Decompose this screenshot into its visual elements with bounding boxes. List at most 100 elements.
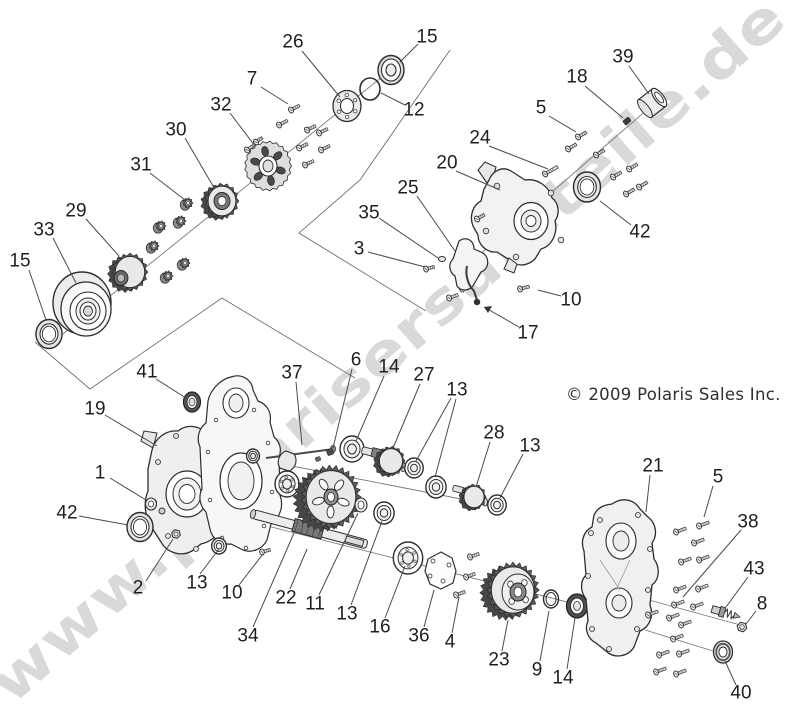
callout-label-12: 12	[403, 100, 424, 121]
leader-line	[537, 289, 562, 297]
roller-gear-art	[145, 240, 160, 254]
callout-label-41: 41	[136, 362, 157, 383]
copyright-text: © 2009 Polaris Sales Inc.	[566, 385, 781, 404]
leader-line	[78, 515, 129, 526]
leader-line	[392, 383, 421, 449]
leader-line	[199, 548, 220, 575]
callout-label-39: 39	[612, 47, 633, 68]
leader-line	[104, 414, 158, 447]
leader-line	[252, 532, 295, 628]
leader-line	[745, 610, 757, 625]
roller-gear-art	[159, 270, 174, 284]
leader-line	[145, 538, 174, 582]
bearing-inner-art	[245, 448, 261, 464]
callout-label-20: 20	[436, 153, 457, 174]
leader-line	[355, 375, 385, 442]
bearing-16-art	[392, 541, 424, 575]
screw-5-art	[565, 142, 578, 153]
callout-label-40: 40	[730, 683, 751, 704]
leader-line	[238, 553, 264, 586]
callout-label-15: 15	[9, 251, 30, 272]
bearing-14-bottom-art	[565, 593, 589, 619]
callout-label-13: 13	[336, 604, 357, 625]
screw-4-art	[463, 571, 476, 581]
callout-label-4: 4	[445, 632, 456, 653]
screw-5-art	[636, 180, 649, 191]
cover-screw-art	[670, 633, 684, 643]
cover-screw-art	[653, 666, 667, 676]
screw-6-art	[314, 448, 334, 462]
leader-line	[415, 397, 452, 462]
screw-4-art	[453, 589, 466, 599]
gear-30-art	[200, 182, 240, 221]
callout-label-8: 8	[757, 594, 768, 615]
screw-5-art	[446, 292, 459, 302]
callout-label-21: 21	[642, 456, 663, 477]
screw-7-art	[288, 103, 301, 114]
callout-label-14: 14	[378, 357, 400, 378]
cover-screw-art	[691, 537, 705, 547]
callout-label-42: 42	[629, 222, 650, 243]
seal-15-left-art	[35, 318, 63, 350]
washer-9-art	[542, 589, 560, 609]
callout-label-11: 11	[305, 594, 325, 615]
screw-7-art	[316, 127, 329, 137]
leader-line	[52, 237, 77, 284]
gear-28-art	[458, 483, 487, 512]
callout-label-22: 22	[275, 588, 296, 609]
roller-gear-art	[176, 257, 191, 271]
screw-7-art	[296, 142, 309, 152]
leader-line	[451, 596, 460, 634]
callout-label-23: 23	[488, 650, 509, 671]
retainer-26-art	[332, 89, 362, 123]
cover-screw-art	[673, 668, 687, 678]
callout-label-13: 13	[446, 380, 467, 401]
seal-41-art	[182, 391, 202, 413]
spoke-gear-34-art	[292, 464, 362, 533]
leader-line	[682, 529, 742, 598]
detent-43-art	[710, 605, 741, 620]
leader-line	[645, 474, 651, 513]
leader-line	[455, 170, 501, 191]
cover-screw-art	[656, 649, 670, 659]
leader-line	[628, 65, 650, 95]
callout-label-27: 27	[413, 365, 434, 386]
leader-line	[350, 520, 383, 606]
leader-line	[384, 565, 406, 619]
leader-line	[229, 112, 256, 147]
diagram-artwork	[34, 49, 748, 678]
screw-7-art	[276, 118, 289, 129]
callout-label-28: 28	[483, 423, 504, 444]
cover-screw-art	[673, 584, 687, 594]
housing-20-art	[470, 161, 565, 274]
callout-label-15: 15	[416, 27, 437, 48]
roller-gear-art	[172, 215, 187, 229]
leader-line	[599, 200, 632, 226]
callout-label-1: 1	[95, 463, 106, 484]
leader-line	[367, 251, 426, 268]
bearing-13-art	[425, 475, 447, 499]
leader-line	[724, 660, 737, 686]
cover-screw-art	[676, 648, 690, 658]
leader-line	[155, 378, 187, 399]
shift-fork-25-art	[449, 238, 489, 291]
leader-line	[380, 92, 406, 106]
ring-11-art	[354, 497, 368, 513]
leader-line	[501, 619, 509, 652]
callout-label-26: 26	[282, 32, 303, 53]
leader-line	[149, 172, 186, 201]
screw-7-art	[318, 144, 331, 154]
leader-line	[475, 441, 491, 488]
callout-label-18: 18	[566, 67, 587, 88]
screw-4-art	[467, 551, 480, 561]
cover-screw-art	[678, 556, 692, 566]
leader-line	[85, 218, 120, 257]
leader-line	[539, 610, 550, 662]
callout-label-19: 19	[84, 399, 105, 420]
callout-label-7: 7	[247, 69, 258, 90]
bearing-13-art	[487, 494, 507, 516]
gasket-36-art	[424, 551, 457, 590]
callout-label-30: 30	[165, 120, 186, 141]
